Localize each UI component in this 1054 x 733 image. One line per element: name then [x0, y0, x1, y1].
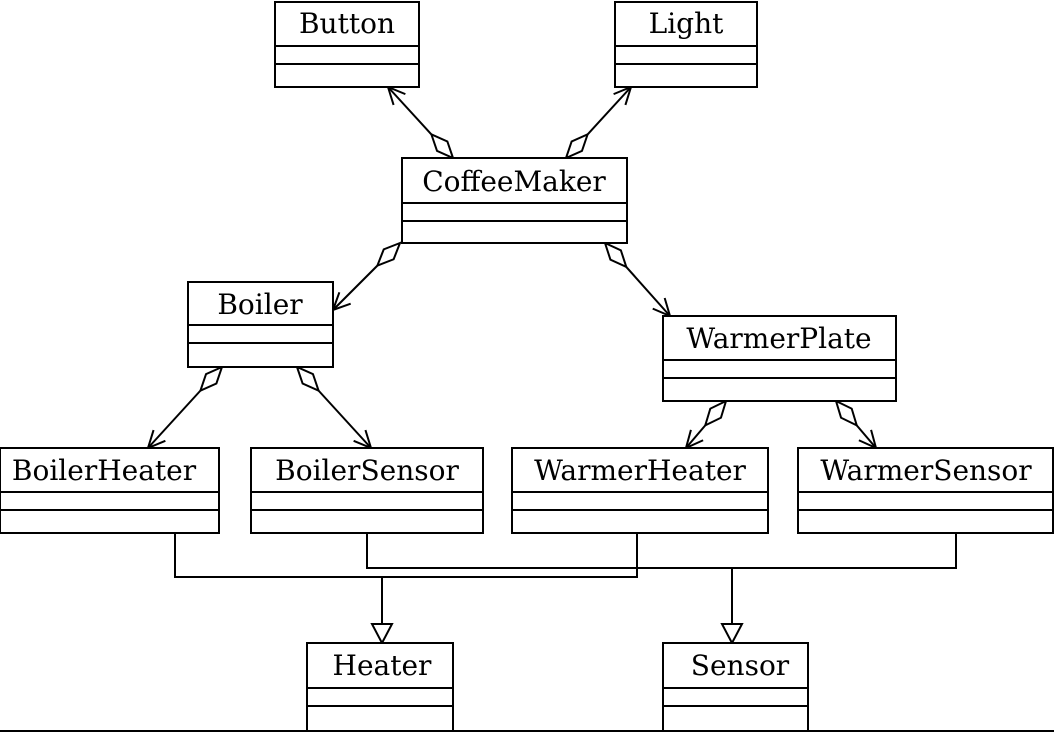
gen-triangle-sensor — [720, 623, 744, 646]
aggregation-diamond — [375, 241, 402, 268]
class-name-sensor: Sensor — [691, 649, 790, 682]
aggregation-coffeemaker-light — [564, 85, 633, 160]
aggregation-diamond — [564, 132, 590, 160]
class-name-boilerheater: BoilerHeater — [12, 454, 197, 487]
aggregation-diamond — [703, 399, 728, 428]
aggregation-line — [855, 424, 877, 449]
aggregation-diamond — [429, 132, 455, 160]
gen-triangle-heater — [370, 623, 394, 646]
aggregation-diamond — [834, 399, 859, 428]
class-warmersensor: WarmerSensor — [797, 447, 1054, 534]
aggregation-line — [387, 86, 433, 136]
aggregation-coffeemaker-button — [386, 85, 455, 160]
aggregation-boiler-boilerheater — [146, 365, 224, 450]
aggregation-line — [147, 389, 202, 449]
aggregation-diamond — [603, 241, 628, 269]
aggregation-line — [317, 389, 372, 449]
class-boiler: Boiler — [187, 281, 334, 368]
aggregation-warmerplate-warmersensor — [834, 399, 878, 450]
aggregation-coffeemaker-boiler — [331, 241, 402, 312]
aggregation-boiler-boilersensor — [295, 365, 373, 450]
gen-line-warmersensor-sensor — [732, 533, 957, 569]
class-name-warmersensor: WarmerSensor — [820, 454, 1032, 487]
relationships — [146, 85, 878, 450]
class-boilerheater: BoilerHeater — [0, 447, 220, 534]
aggregation-line — [685, 424, 707, 449]
aggregation-coffeemaker-warmerplate — [603, 241, 672, 318]
class-warmerplate: WarmerPlate — [662, 315, 897, 402]
aggregation-line — [332, 264, 379, 311]
class-name-warmerplate: WarmerPlate — [686, 322, 871, 355]
class-coffeemaker: CoffeeMaker — [401, 157, 628, 244]
gen-line-warmerheater-heater — [382, 533, 638, 578]
class-name-warmerheater: WarmerHeater — [534, 454, 746, 487]
aggregation-line — [586, 86, 632, 136]
class-name-heater: Heater — [333, 649, 433, 682]
class-name-button: Button — [299, 7, 395, 40]
class-name-boiler: Boiler — [217, 288, 303, 321]
gen-line-boilerheater-heater — [174, 533, 382, 578]
class-button: Button — [274, 1, 420, 88]
aggregation-warmerplate-warmerheater — [684, 399, 728, 450]
aggregation-diamond — [295, 365, 321, 393]
class-warmerheater: WarmerHeater — [511, 447, 769, 534]
class-name-boilersensor: BoilerSensor — [275, 454, 459, 487]
aggregation-diamond — [198, 365, 224, 393]
aggregation-line — [625, 266, 671, 317]
class-heater: Heater — [306, 642, 454, 732]
class-name-light: Light — [649, 7, 725, 40]
class-light: Light — [614, 1, 758, 88]
class-sensor: Sensor — [662, 642, 809, 732]
class-name-coffeemaker: CoffeeMaker — [422, 165, 606, 198]
class-boilersensor: BoilerSensor — [250, 447, 484, 534]
generalization-connectors — [174, 533, 957, 646]
gen-line-boilersensor-sensor — [366, 533, 732, 569]
